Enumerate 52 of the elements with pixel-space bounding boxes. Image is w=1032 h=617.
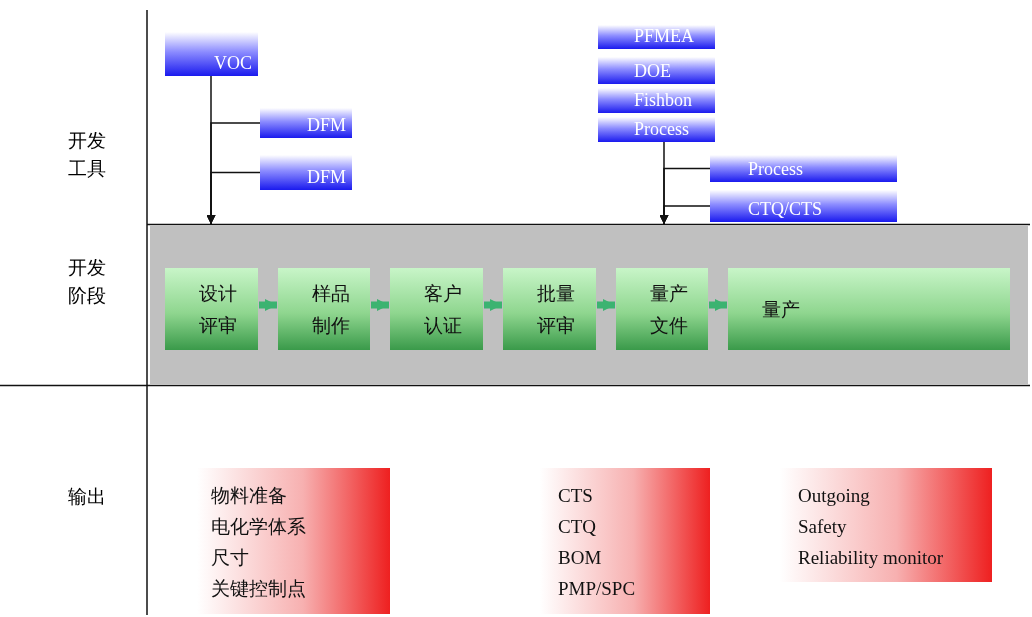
tool-box [710,155,897,182]
arrow [259,299,277,311]
tool-box [710,190,897,222]
output-item: CTQ [558,515,596,539]
output-item: CTS [558,484,593,508]
stage-label: 客户认证 [424,281,463,338]
arrow [597,299,615,311]
arrow [371,299,389,311]
tool-label: Fishbon [634,90,693,110]
stage-label: 量产 [762,297,801,322]
tool-label: CTQ/CTS [748,199,822,219]
tool-box [598,117,715,142]
tool-label: Process [634,119,689,139]
tool-label: DFM [307,115,346,135]
stage-box [165,268,258,350]
stage-box [728,268,1010,350]
stage-box [616,268,708,350]
stage-label: 量产文件 [650,281,689,338]
row-label: 开发工具 [68,128,107,181]
output-item: BOM [558,546,602,570]
arrow [206,171,261,225]
stage-box [278,268,370,350]
tool-label: PFMEA [634,26,695,46]
tool-box [598,57,715,84]
output-item: Reliability monitor [798,546,944,570]
tool-box [598,88,715,113]
stage-label: 设计评审 [199,281,238,338]
row-label: 输出 [68,484,107,509]
output-item: PMP/SPC [558,577,636,601]
stage-band [150,226,1028,384]
stage-label: 批量评审 [537,281,576,338]
tool-label: DOE [634,61,671,81]
output-item: 物料准备 [211,484,287,508]
row-label: 开发阶段 [68,255,107,308]
stage-box [503,268,596,350]
tool-label: Process [748,159,803,179]
arrow [709,299,727,311]
output-item: Outgoing [798,484,870,508]
arrow [484,299,502,311]
tool-box [165,32,258,76]
output-item: 电化学体系 [211,515,306,539]
output-item: Safety [798,515,847,539]
arrow [659,205,711,225]
tool-box [260,155,352,190]
tool-box [260,108,352,138]
tool-label: DFM [307,167,346,187]
tool-box [598,25,715,49]
stage-box [390,268,483,350]
stage-label: 样品制作 [312,281,351,338]
output-item: 关键控制点 [211,577,306,601]
tool-label: VOC [214,53,252,73]
output-item: 尺寸 [211,546,249,570]
